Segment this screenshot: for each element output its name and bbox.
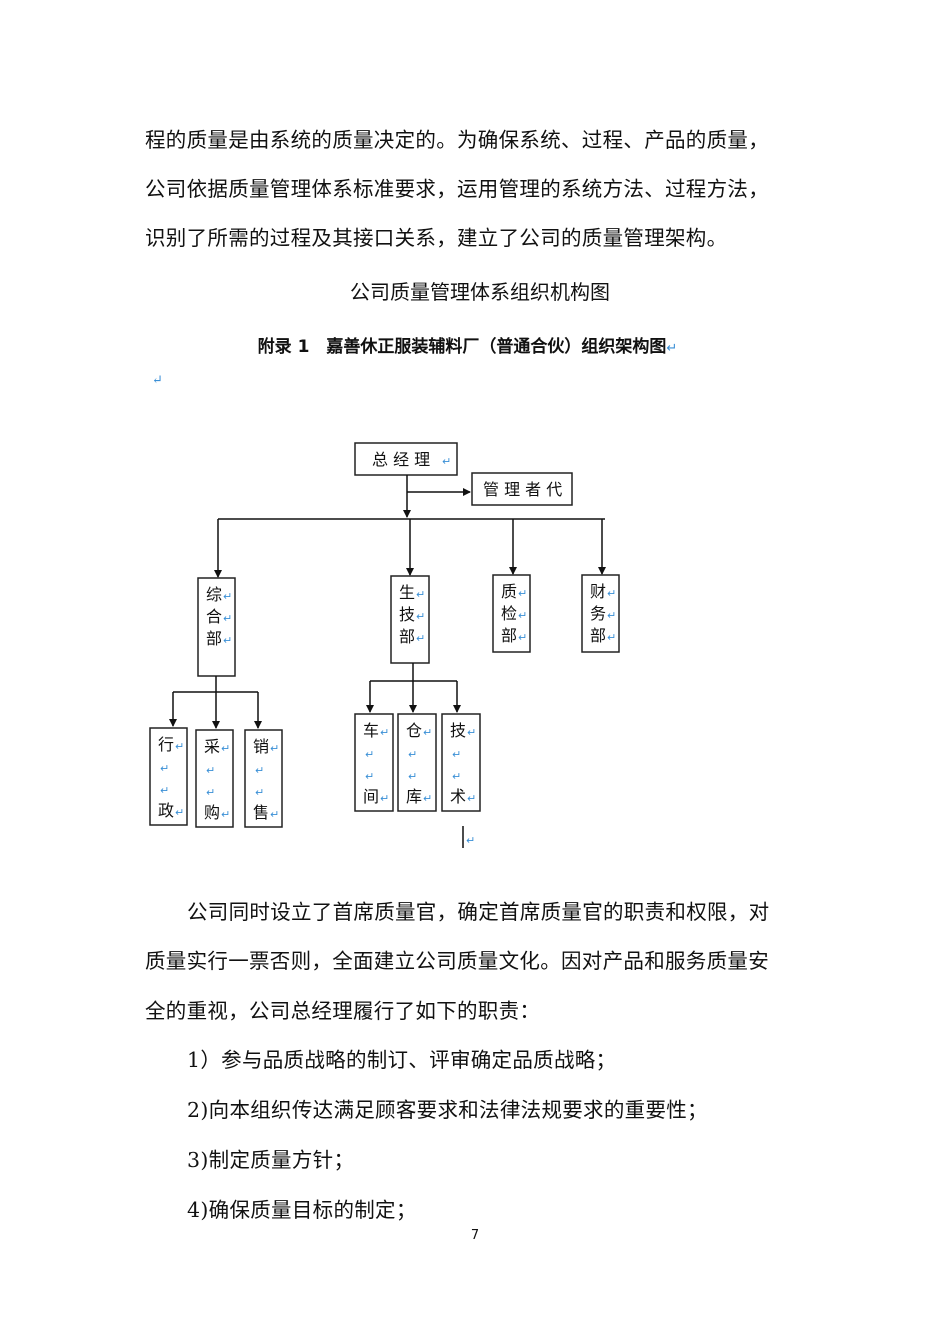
paragraph-mark-icon: ↵ (452, 748, 461, 761)
org-box-label: 部 (399, 627, 415, 646)
paragraph-mark-icon: ↵ (175, 740, 184, 753)
paragraph-mark-icon: ↵ (380, 726, 389, 739)
paragraph-mark-icon: ↵ (380, 792, 389, 805)
org-box (354, 442, 458, 476)
paragraph-mark-icon: ↵ (518, 587, 527, 600)
org-box-label: 技 (399, 605, 415, 624)
body-text-line: 识别了所需的过程及其接口关系，建立了公司的质量管理架构。 (145, 226, 728, 250)
paragraph-mark-icon: ↵ (152, 373, 163, 388)
org-box-label: 检 (501, 604, 517, 623)
list-item: 1）参与品质战略的制订、评审确定品质战略； (187, 1048, 617, 1072)
org-box (471, 472, 573, 506)
org-root-label: 总 经 理 (372, 450, 430, 469)
paragraph-mark-icon: ↵ (423, 792, 432, 805)
paragraph-mark-icon: ↵ (255, 764, 264, 777)
paragraph-mark-icon: ↵ (607, 631, 616, 644)
paragraph-mark-icon: ↵ (255, 786, 264, 799)
figure-title-text: 附录 1 嘉善休正服装辅料厂（普通合伙）组织架构图 (257, 337, 667, 357)
org-box (149, 727, 188, 826)
org-box-label: 部 (590, 626, 606, 645)
figure-caption: 公司质量管理体系组织机构图 (350, 280, 610, 304)
org-box-label: 技 (450, 721, 466, 740)
paragraph-mark-icon: ↵ (452, 770, 461, 783)
org-box-label: 行 (158, 735, 174, 754)
body-text-line: 公司依据质量管理体系标准要求，运用管理的系统方法、过程方法， (145, 177, 769, 201)
paragraph-mark-icon: ↵ (466, 834, 475, 847)
org-box (441, 713, 481, 812)
org-box-label: 术 (450, 787, 466, 806)
paragraph-mark-icon: ↵ (223, 612, 232, 625)
paragraph-mark-icon: ↵ (175, 806, 184, 819)
org-box-label: 部 (501, 626, 517, 645)
body-text-line: 程的质量是由系统的质量决定的。为确保系统、过程、产品的质量， (145, 128, 769, 152)
org-box-label: 质 (501, 582, 517, 601)
body-text-line: 质量实行一票否则，全面建立公司质量文化。因对产品和服务质量安 (145, 949, 769, 973)
paragraph-mark-icon: ↵ (607, 587, 616, 600)
org-box-label: 政 (158, 801, 174, 820)
org-box-label: 综 (206, 585, 222, 604)
org-box (397, 713, 437, 812)
org-box (492, 574, 531, 653)
paragraph-mark-icon: ↵ (160, 784, 169, 797)
paragraph-mark-icon: ↵ (518, 609, 527, 622)
paragraph-mark-icon: ↵ (365, 770, 374, 783)
org-representative-label: 管 理 者 代 (483, 480, 562, 499)
org-box-label: 生 (399, 583, 415, 602)
list-item: 3)制定质量方针； (187, 1148, 355, 1172)
org-box-label: 仓 (406, 721, 422, 740)
paragraph-mark-icon: ↵ (607, 609, 616, 622)
page-number: 7 (470, 1228, 480, 1243)
paragraph-mark-icon: ↵ (518, 631, 527, 644)
paragraph-mark-icon: ↵ (221, 808, 230, 821)
body-text-line: 全的重视，公司总经理履行了如下的职责： (145, 999, 541, 1023)
figure-title: 附录 1 嘉善休正服装辅料厂（普通合伙）组织架构图↵ (0, 332, 935, 357)
org-box (581, 574, 620, 653)
org-box-label: 采 (204, 737, 220, 756)
paragraph-mark-icon: ↵ (467, 792, 476, 805)
org-box-label: 车 (363, 721, 379, 740)
paragraph-mark-icon: ↵ (270, 808, 279, 821)
paragraph-mark-icon: ↵ (223, 634, 232, 647)
paragraph-mark-icon: ↵ (666, 341, 678, 356)
paragraph-mark-icon: ↵ (160, 762, 169, 775)
list-item: 2)向本组织传达满足顾客要求和法律法规要求的重要性； (187, 1098, 708, 1122)
org-box (390, 575, 430, 664)
org-box (197, 577, 236, 677)
org-box-label: 合 (206, 607, 222, 626)
org-box (195, 729, 234, 828)
org-box-label: 购 (204, 803, 220, 822)
list-item: 4)确保质量目标的制定； (187, 1198, 417, 1222)
paragraph-mark-icon: ↵ (442, 455, 451, 468)
paragraph-mark-icon: ↵ (416, 610, 425, 623)
paragraph-mark-icon: ↵ (467, 726, 476, 739)
org-box (244, 729, 283, 828)
paragraph-mark-icon: ↵ (416, 588, 425, 601)
paragraph-mark-icon: ↵ (223, 590, 232, 603)
org-box-label: 间 (363, 787, 379, 806)
paragraph-mark-icon: ↵ (221, 742, 230, 755)
org-box-label: 财 (590, 582, 606, 601)
paragraph-mark-icon: ↵ (206, 764, 215, 777)
org-box-label: 售 (253, 803, 269, 822)
paragraph-mark-icon: ↵ (365, 748, 374, 761)
paragraph-mark-icon: ↵ (206, 786, 215, 799)
paragraph-mark-icon: ↵ (423, 726, 432, 739)
org-box-label: 部 (206, 629, 222, 648)
org-box (354, 713, 394, 812)
paragraph-mark-icon: ↵ (270, 742, 279, 755)
body-text-line: 公司同时设立了首席质量官，确定首席质量官的职责和权限，对 (187, 900, 770, 924)
org-box-label: 务 (590, 604, 606, 623)
paragraph-mark-icon: ↵ (408, 770, 417, 783)
paragraph-mark-icon: ↵ (416, 632, 425, 645)
paragraph-mark-icon: ↵ (408, 748, 417, 761)
org-box-label: 销 (253, 737, 269, 756)
org-box-label: 库 (406, 787, 422, 806)
